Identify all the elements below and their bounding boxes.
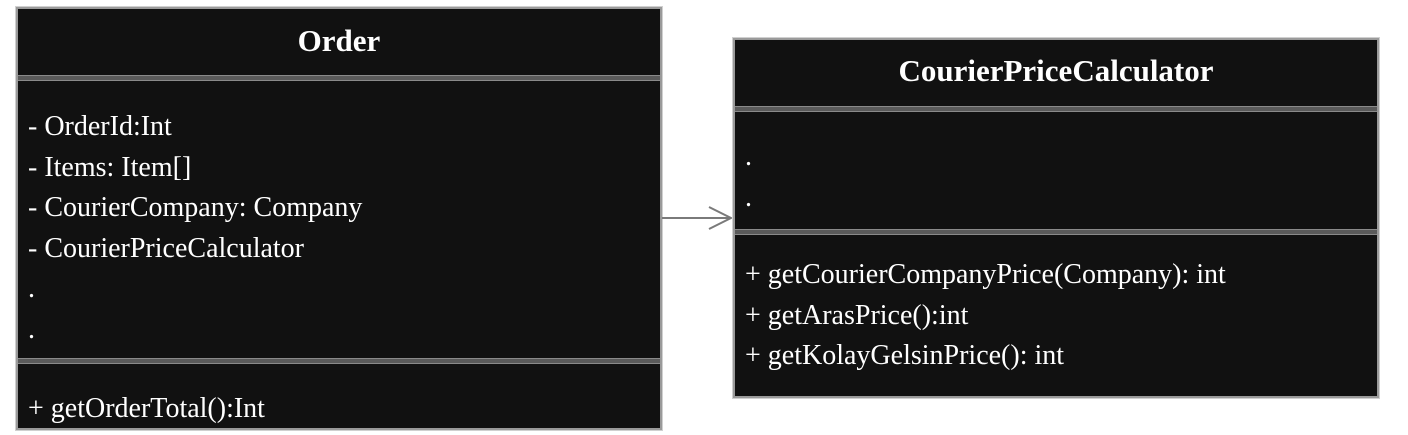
calculator-class-name: CourierPriceCalculator <box>898 53 1214 88</box>
order-name-divider <box>18 75 660 81</box>
calculator-attribute: . <box>745 141 752 172</box>
order-attributes: - OrderId:Int - Items: Item[] - CourierC… <box>28 107 654 350</box>
calculator-operation: + getCourierCompanyPrice(Company): int <box>745 259 1226 290</box>
order-attribute: . <box>28 273 35 304</box>
calculator-attributes: . . <box>745 137 1371 218</box>
order-class-box[interactable]: Order - OrderId:Int - Items: Item[] - Co… <box>15 6 663 431</box>
courier-price-calculator-class-box[interactable]: CourierPriceCalculator . . + getCourierC… <box>732 37 1380 399</box>
order-operations: + getOrderTotal():Int <box>28 389 654 430</box>
order-attributes-divider <box>18 358 660 364</box>
order-class-name: Order <box>297 23 381 58</box>
order-attribute: - Items: Item[] <box>28 151 192 183</box>
open-arrowhead-icon <box>708 206 734 230</box>
order-attribute: . <box>28 313 35 345</box>
order-attribute: - CourierCompany: Company <box>28 192 363 223</box>
calculator-attributes-divider <box>735 229 1377 235</box>
order-attribute: - CourierPriceCalculator <box>28 232 305 264</box>
order-operation: + getOrderTotal():Int <box>28 393 265 424</box>
calculator-operations: + getCourierCompanyPrice(Company): int +… <box>745 255 1371 377</box>
calculator-attribute: . <box>745 181 752 213</box>
calculator-operation: + getKolayGelsinPrice(): int <box>745 340 1065 371</box>
calculator-name-divider <box>735 106 1377 112</box>
calculator-operation: + getArasPrice():int <box>745 299 969 331</box>
order-attribute: - OrderId:Int <box>28 111 172 142</box>
